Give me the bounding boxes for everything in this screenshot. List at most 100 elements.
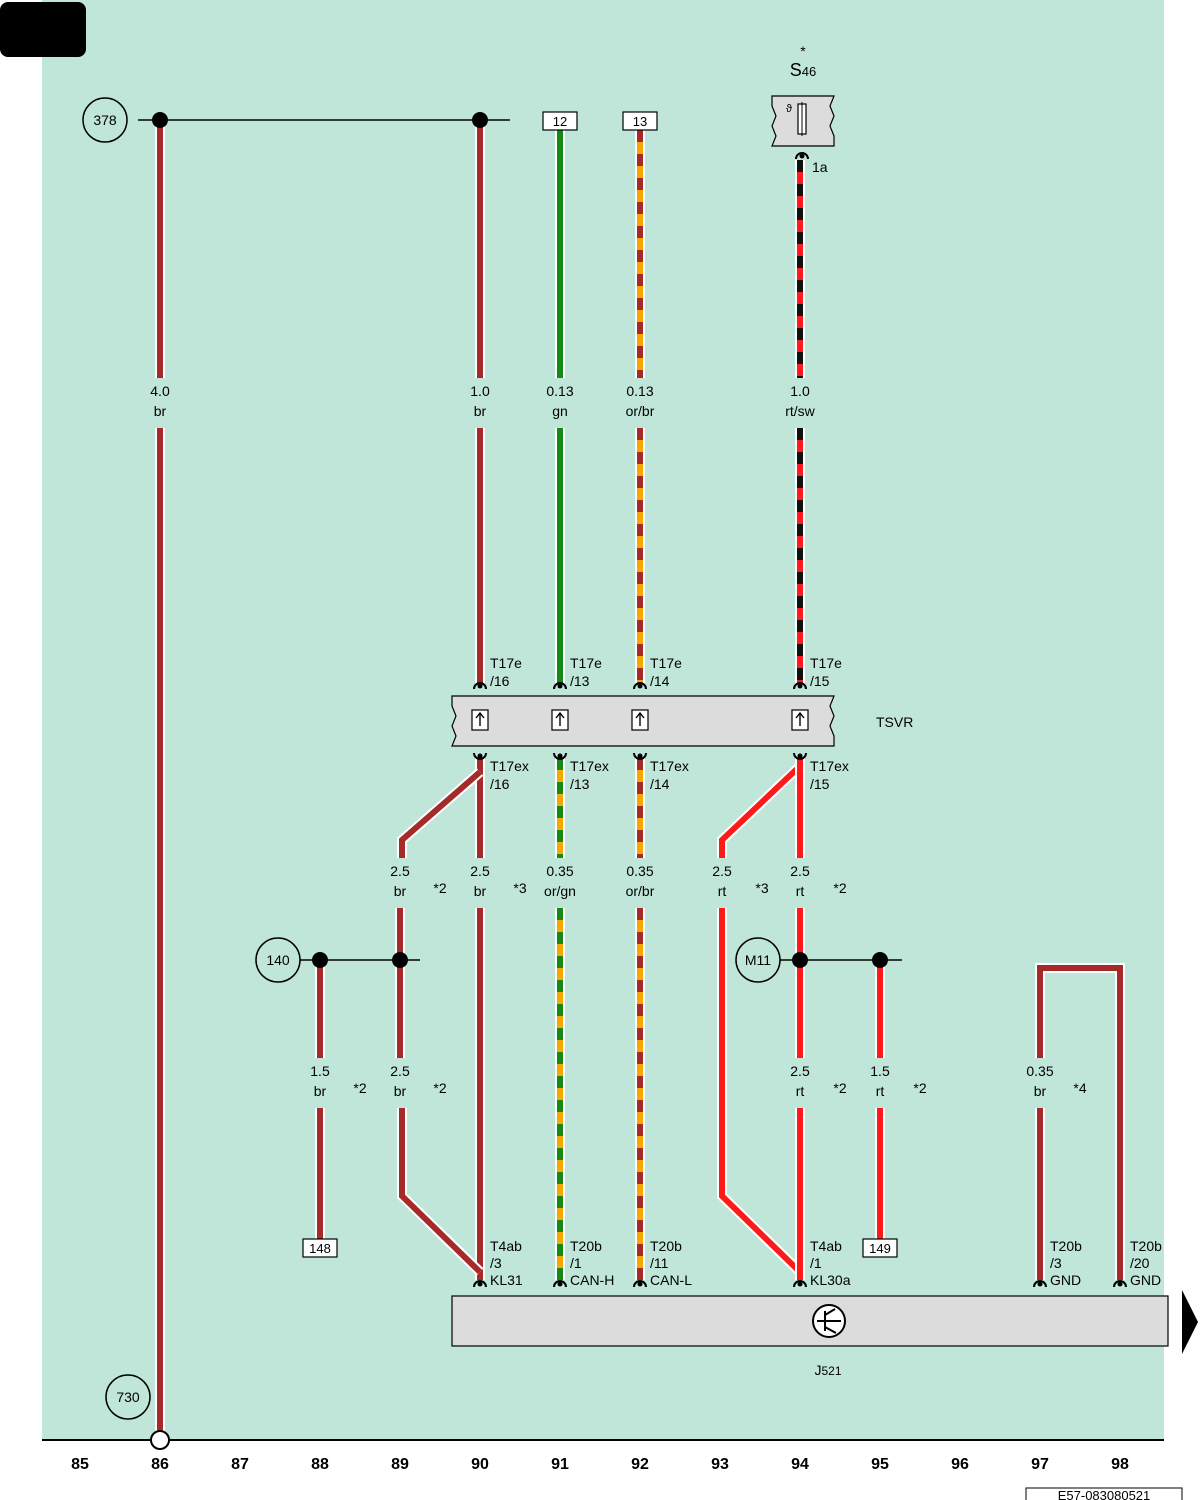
tsvr-top-pin-91-name: T17e: [570, 655, 602, 671]
wire-color-91: gn: [552, 403, 568, 419]
ref-circle-140-text: 140: [266, 952, 290, 968]
pin-connector: [633, 682, 647, 690]
wire-color-94: rt: [796, 1083, 805, 1099]
ref-circle-378[interactable]: [82, 97, 128, 143]
pin-dot: [797, 683, 803, 689]
pin-dot: [557, 683, 563, 689]
tsvr-bottom-pin-92-num: /14: [650, 776, 670, 792]
ref-circle-m11[interactable]: [735, 937, 781, 983]
wire-size-92: 0.35: [626, 863, 653, 879]
column-number-92: 92: [631, 1456, 649, 1473]
wire-size-91: 0.13: [546, 383, 573, 399]
wire-size-91: 0.35: [546, 863, 573, 879]
wire-size-95: 1.5: [870, 1063, 890, 1079]
ref-circle-140[interactable]: [255, 937, 301, 983]
splice-dot-icon: [312, 952, 328, 968]
pin-dot: [477, 1281, 483, 1287]
pin-connector: [793, 682, 807, 690]
connector-pin-arrow: [635, 711, 645, 726]
j521-pin-90-num: /3: [490, 1255, 502, 1271]
pin-connector: [633, 1280, 647, 1288]
wire-size-88: 1.5: [310, 1063, 330, 1079]
ref-circle-730[interactable]: [105, 1374, 151, 1420]
pin-connector: [795, 152, 809, 160]
wire-size-94: 2.5: [790, 1063, 810, 1079]
j521-pin-98-signal: GND: [1130, 1272, 1161, 1288]
j521-pin-97-signal: GND: [1050, 1272, 1081, 1288]
pin-connector: [633, 752, 647, 760]
wire-size-89: 2.5: [390, 863, 410, 879]
tsvr-top-pin-90-num: /16: [490, 673, 510, 689]
pin-connector: [553, 752, 567, 760]
doc-code: E57-083080521: [1058, 1488, 1151, 1500]
tsvr-top-pin-92-name: T17e: [650, 655, 682, 671]
wire-color-94: rt/sw: [785, 403, 815, 419]
wire-color-95: rt: [876, 1083, 885, 1099]
wire-93-branch-a: [717, 762, 804, 858]
pin-dot: [637, 1281, 643, 1287]
pin-dot: [797, 1281, 803, 1287]
wire-color-92: or/br: [626, 883, 655, 899]
j521-pin-92-num: /11: [650, 1255, 669, 1271]
j521-pin-91-num: /1: [570, 1255, 582, 1271]
wire-color-90: br: [474, 883, 487, 899]
tsvr-bottom-pin-90-num: /16: [490, 776, 510, 792]
wire-size-86: 4.0: [150, 383, 170, 399]
ref-box-148[interactable]: [302, 1238, 338, 1258]
fuse-star: *: [800, 43, 806, 59]
j521-control-unit: [451, 1295, 1169, 1347]
tsvr-bottom-pin-94-num: /15: [810, 776, 830, 792]
ref-circle-730-text: 730: [116, 1389, 140, 1405]
pin-connector: [1113, 1280, 1127, 1288]
j521-pin-98-name: T20b: [1130, 1238, 1162, 1254]
pin-dot: [557, 753, 563, 759]
tsvr-bottom-pin-91-name: T17ex: [570, 758, 609, 774]
tsvr-top-pin-94-num: /15: [810, 673, 830, 689]
column-number-90: 90: [471, 1456, 489, 1473]
continue-arrow-icon[interactable]: [1182, 1290, 1198, 1354]
tsvr-top-pin-91-num: /13: [570, 673, 590, 689]
fuse-s46: ϑ: [771, 95, 835, 147]
wire-layer: [155, 120, 1125, 1440]
j521-pin-90-name: T4ab: [490, 1238, 522, 1254]
ref-box-12-text: 12: [553, 114, 567, 129]
ref-box-149-text: 149: [869, 1241, 891, 1256]
column-number-98: 98: [1111, 1456, 1129, 1473]
ref-box-13-text: 13: [633, 114, 647, 129]
ref-box-12[interactable]: [542, 111, 578, 131]
wire-size-90: 1.0: [470, 383, 490, 399]
pin-connector: [553, 1280, 567, 1288]
column-number-95: 95: [871, 1456, 889, 1473]
wire-size-92: 0.13: [626, 383, 653, 399]
wire-color-89: br: [394, 1083, 407, 1099]
splice-dot-icon: [392, 952, 408, 968]
wire-color-92: or/br: [626, 403, 655, 419]
pin-dot: [477, 753, 483, 759]
control-unit-icon: [812, 1304, 846, 1338]
tsvr-label: TSVR: [876, 714, 913, 730]
tsvr-bottom-pin-90-name: T17ex: [490, 758, 529, 774]
wire-color-93: rt: [718, 883, 727, 899]
splice-dot-icon: [872, 952, 888, 968]
splice-dot-icon: [792, 952, 808, 968]
wire-size-94: 1.0: [790, 383, 810, 399]
pin-connector: [473, 682, 487, 690]
wire-note-89: *2: [433, 880, 446, 896]
pin-dot: [557, 1281, 563, 1287]
pin-connector: [1033, 1280, 1047, 1288]
column-number-97: 97: [1031, 1456, 1049, 1473]
wire-note-94: *2: [833, 1080, 846, 1096]
ref-box-13[interactable]: [622, 111, 658, 131]
connector-pin-arrow: [555, 711, 565, 726]
ref-box-149[interactable]: [862, 1238, 898, 1258]
wire-color-90: br: [474, 403, 487, 419]
pin-dot: [1037, 1281, 1043, 1287]
j521-pin-91-name: T20b: [570, 1238, 602, 1254]
pin-dot: [1117, 1281, 1123, 1287]
pin-dot: [797, 753, 803, 759]
tsvr-bottom-pin-94-name: T17ex: [810, 758, 849, 774]
pin-dot: [637, 683, 643, 689]
tsvr-top-pin-90-name: T17e: [490, 655, 522, 671]
